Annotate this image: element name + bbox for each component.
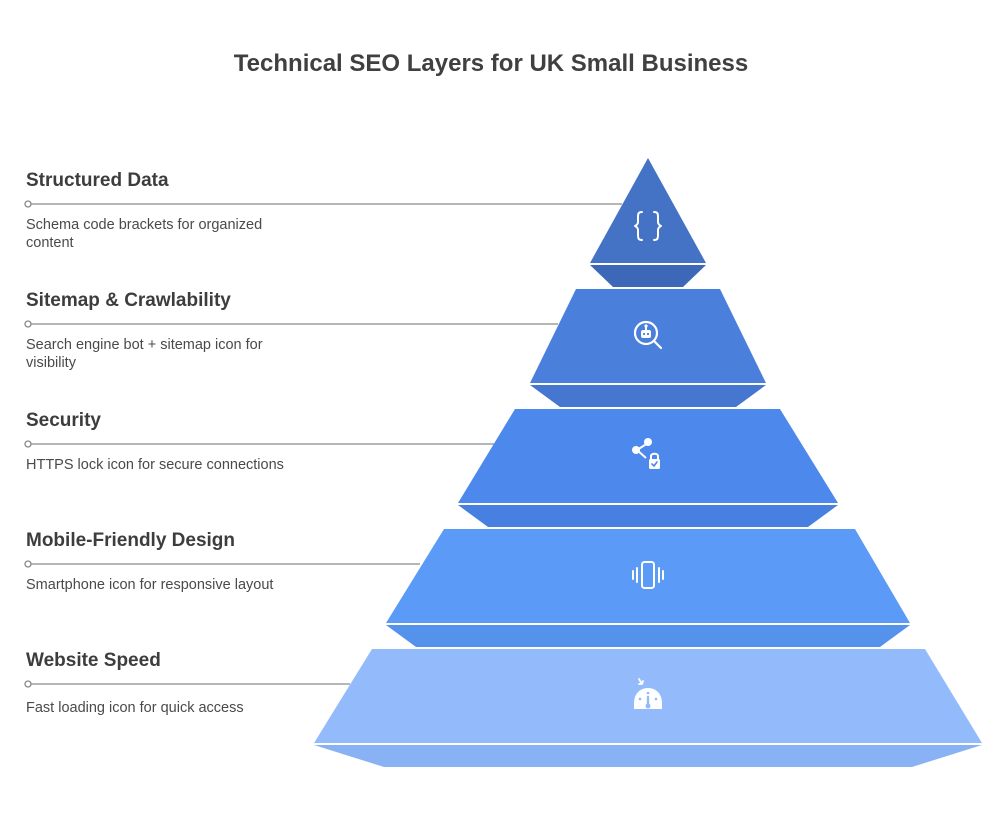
label-sitemap: Sitemap & Crawlability Search engine bot… — [26, 290, 326, 371]
connector-dot-speed — [24, 680, 32, 688]
label-security: Security HTTPS lock icon for secure conn… — [26, 410, 326, 473]
connector-dot-security — [24, 440, 32, 448]
layer-description: Smartphone icon for responsive layout — [26, 577, 274, 593]
layer-description: HTTPS lock icon for secure connections — [26, 457, 284, 473]
diagram-title: Technical SEO Layers for UK Small Busine… — [233, 50, 749, 77]
label-speed: Website Speed Fast loading icon for quic… — [26, 650, 326, 716]
connector-dot-structured-data — [24, 200, 32, 208]
share-lock-icon — [632, 438, 660, 469]
label-structured-data: Structured Data Schema code brackets for… — [26, 170, 326, 251]
layer-description: Fast loading icon for quick access — [26, 700, 244, 716]
layer-title: Security — [26, 410, 101, 431]
connector-dot-mobile — [24, 560, 32, 568]
layer-description: Search engine bot + sitemap icon for vis… — [26, 337, 263, 371]
layer-description: Schema code brackets for organized conte… — [26, 217, 263, 251]
layer-title: Website Speed — [26, 650, 161, 671]
layer-title: Mobile-Friendly Design — [26, 530, 236, 551]
vibrating-phone-icon — [632, 561, 664, 589]
layer-mobile — [386, 529, 910, 647]
search-bot-icon — [633, 320, 663, 350]
label-mobile: Mobile-Friendly Design Smartphone icon f… — [26, 530, 326, 593]
layer-title: Structured Data — [26, 170, 169, 191]
connector-dot-sitemap — [24, 320, 32, 328]
layer-title: Sitemap & Crawlability — [26, 290, 231, 311]
curly-braces-icon — [634, 211, 662, 241]
layer-structured-data — [590, 158, 706, 287]
speedometer-icon — [634, 678, 662, 709]
layer-security — [458, 409, 838, 527]
